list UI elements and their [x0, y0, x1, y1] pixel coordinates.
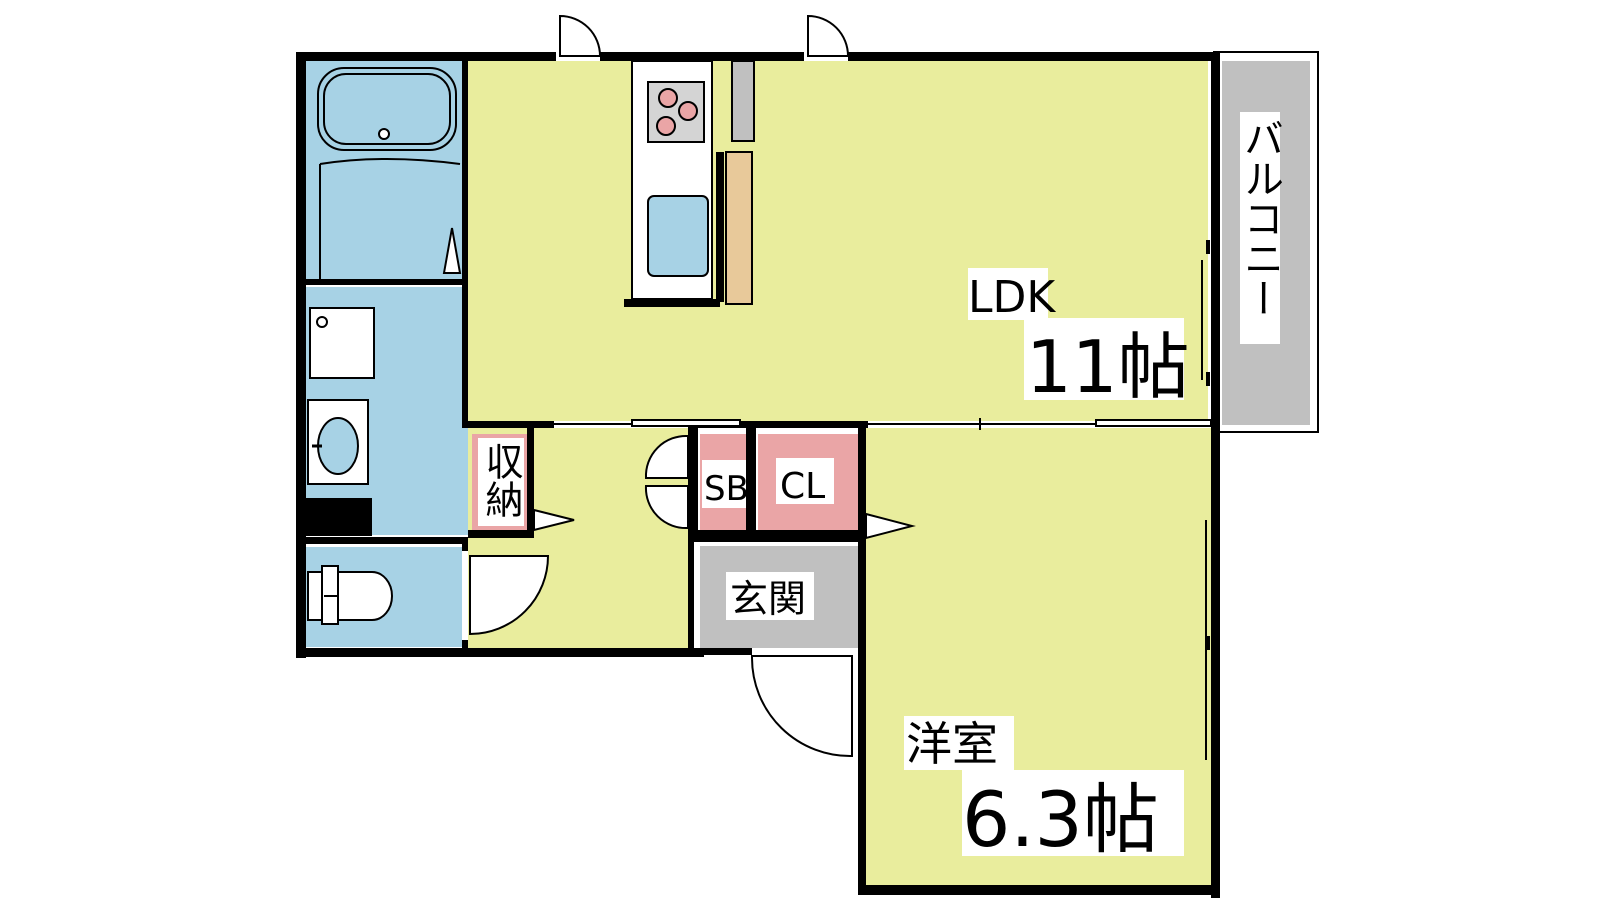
storage-label: 収納 [479, 442, 523, 518]
western-size-bg [962, 770, 1184, 856]
ldk-label: LDK [968, 272, 1056, 323]
doors [469, 14, 853, 758]
shoe-box-label-bg [702, 460, 746, 508]
western-room-label: 洋室 [906, 717, 998, 771]
ldk-size-bg [1024, 318, 1184, 400]
door-arrows [442, 227, 916, 540]
shoe-box-label: SB [704, 469, 749, 509]
bathtub-icon [317, 67, 457, 151]
storage-label-bg [478, 438, 524, 526]
entrance-label: 玄関 [730, 577, 806, 621]
stove-icon [647, 81, 705, 143]
toilet-icon [307, 565, 393, 625]
washbasin-icon [307, 399, 369, 485]
sink-icon [647, 195, 709, 277]
sliding-partitions [554, 260, 1212, 760]
entrance-label-bg [726, 572, 814, 620]
balcony-label: バルコニー [1237, 118, 1283, 318]
washing-machine-icon [309, 307, 375, 379]
closet-label: CL [780, 466, 825, 507]
walls [296, 52, 1220, 898]
western-room-size-label: 6.3帖 [962, 775, 1159, 864]
balcony-label-bg [1240, 112, 1280, 344]
closet-label-bg [776, 458, 834, 504]
ldk-label-bg [968, 268, 1048, 320]
bath-floor-curve [319, 158, 461, 165]
ldk-size-label: 11帖 [1026, 325, 1190, 409]
western-label-bg [904, 716, 1014, 770]
